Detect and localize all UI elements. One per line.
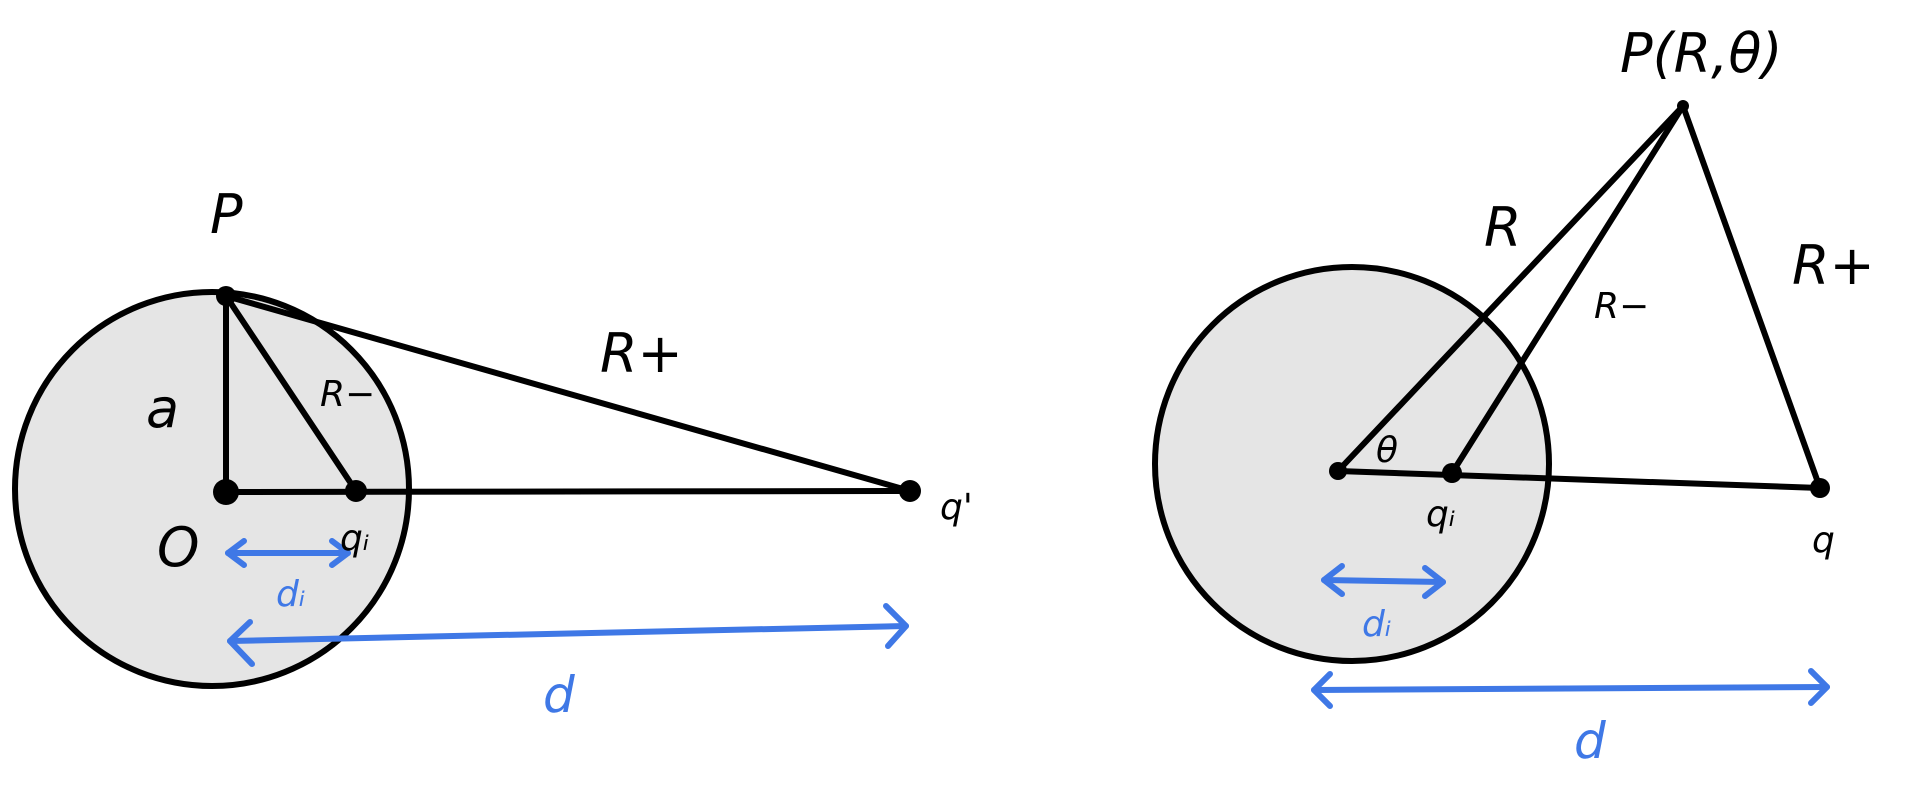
right-point-q	[1810, 478, 1830, 498]
right-figure: P(R,θ) R R− R+ θ qᵢ q dᵢ d	[1152, 22, 1875, 770]
right-di-arrow	[1321, 563, 1446, 599]
left-label-d: d	[543, 666, 575, 724]
right-point-O	[1329, 462, 1347, 480]
left-label-R-plus: R+	[600, 322, 683, 385]
right-r-plus-line	[1680, 103, 1823, 491]
right-r-minus-line	[1449, 103, 1686, 476]
left-point-q-prime	[899, 480, 921, 502]
left-label-qi: qᵢ	[340, 518, 369, 559]
left-label-P: P	[210, 183, 243, 246]
right-label-theta: θ	[1376, 430, 1398, 471]
right-label-R-plus: R+	[1792, 234, 1875, 297]
right-point-P	[1677, 100, 1689, 112]
right-R-line	[1335, 103, 1686, 474]
left-point-P	[216, 286, 236, 306]
left-di-arrow	[225, 538, 351, 568]
right-label-P: P(R,θ)	[1620, 22, 1782, 85]
left-point-O	[213, 479, 239, 505]
right-point-qi	[1442, 463, 1462, 483]
left-label-R-minus: R−	[320, 374, 375, 415]
right-axis-line	[1335, 468, 1823, 491]
left-label-O: O	[157, 516, 200, 579]
right-sphere	[1152, 264, 1552, 664]
right-label-di: dᵢ	[1362, 604, 1391, 645]
right-label-qi: qᵢ	[1426, 494, 1455, 535]
left-point-qi	[345, 480, 367, 502]
right-label-d: d	[1574, 712, 1606, 770]
left-d-arrow	[227, 603, 909, 667]
left-label-q-prime: q'	[940, 487, 973, 528]
left-r-plus-line	[223, 293, 913, 494]
left-label-di: dᵢ	[276, 574, 305, 615]
left-label-a: a	[146, 377, 179, 440]
right-label-q: q	[1812, 520, 1835, 561]
left-axis-line	[223, 488, 913, 495]
right-d-arrow	[1311, 668, 1830, 709]
right-label-R: R	[1484, 196, 1522, 259]
right-label-R-minus: R−	[1594, 286, 1649, 327]
left-r-minus-line	[223, 293, 359, 494]
left-figure: P a O R− R+ qᵢ q' dᵢ d	[12, 183, 973, 724]
